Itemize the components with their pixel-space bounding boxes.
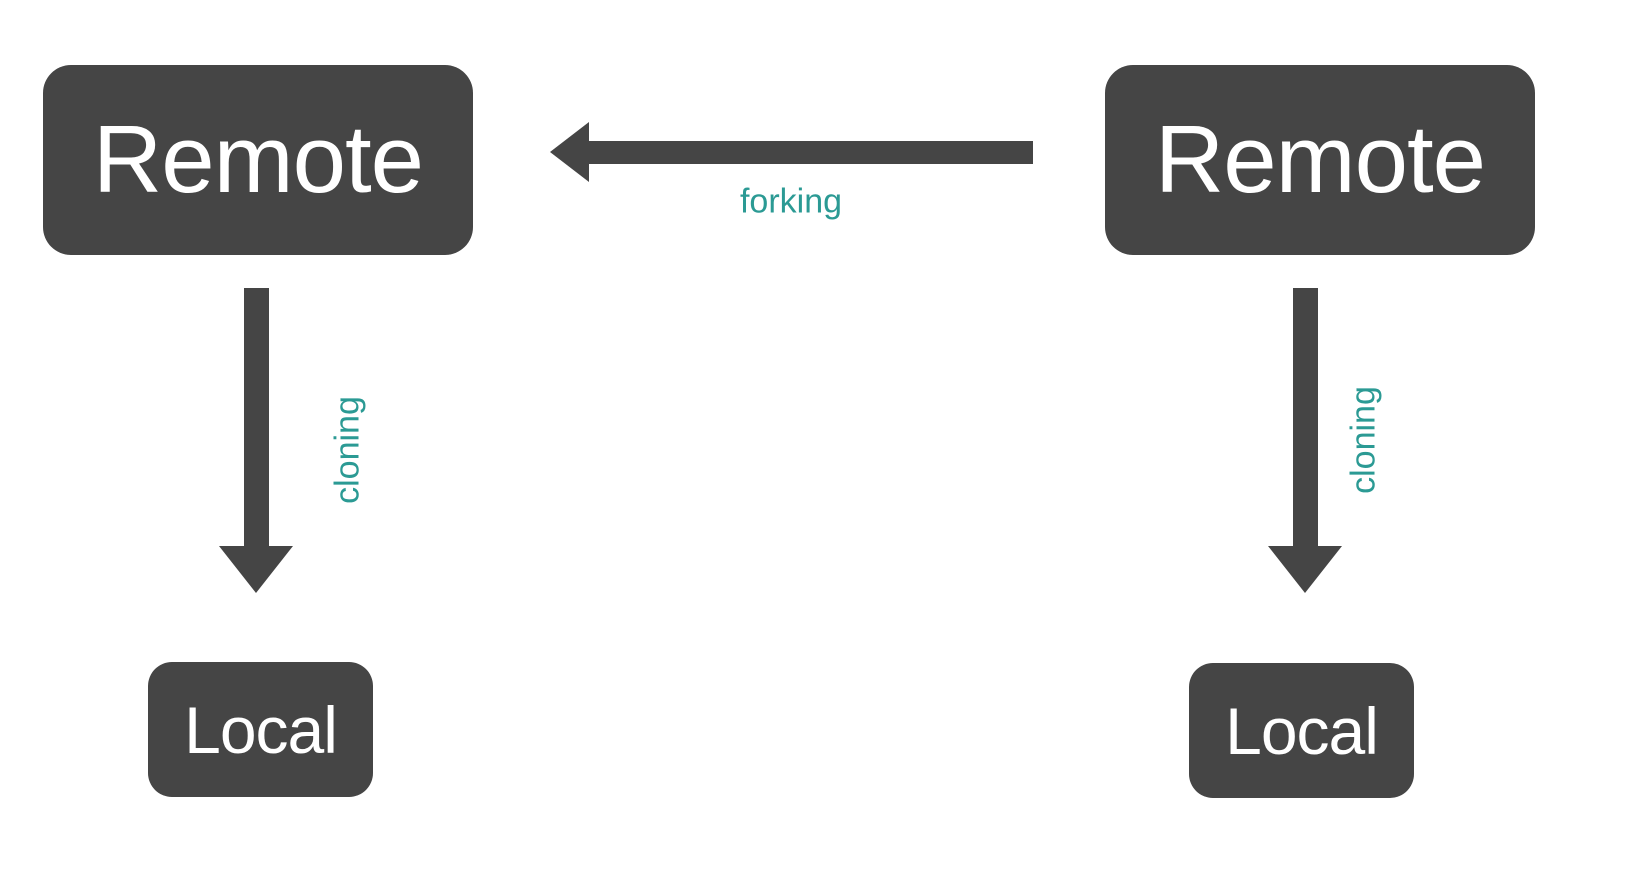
forking-edge-label: forking (739, 182, 843, 221)
node-local-right: Local (1189, 663, 1414, 798)
cloning-right-edge-label: cloning (1344, 386, 1383, 494)
cloning-left-arrow-shaft (244, 288, 269, 548)
cloning-right-arrowhead-down-icon (1268, 546, 1342, 593)
node-local-left: Local (148, 662, 373, 797)
cloning-right-arrow-shaft (1293, 288, 1318, 548)
node-remote-right: Remote (1105, 65, 1535, 255)
cloning-left-arrowhead-down-icon (219, 546, 293, 593)
forking-arrowhead-left-icon (550, 122, 589, 182)
node-remote-left-label: Remote (92, 106, 424, 213)
cloning-left-edge-label: cloning (328, 396, 367, 504)
node-remote-left: Remote (43, 65, 473, 255)
forking-arrow-shaft (588, 141, 1033, 164)
node-local-left-label: Local (184, 692, 338, 767)
node-local-right-label: Local (1225, 693, 1379, 768)
node-remote-right-label: Remote (1154, 106, 1486, 213)
